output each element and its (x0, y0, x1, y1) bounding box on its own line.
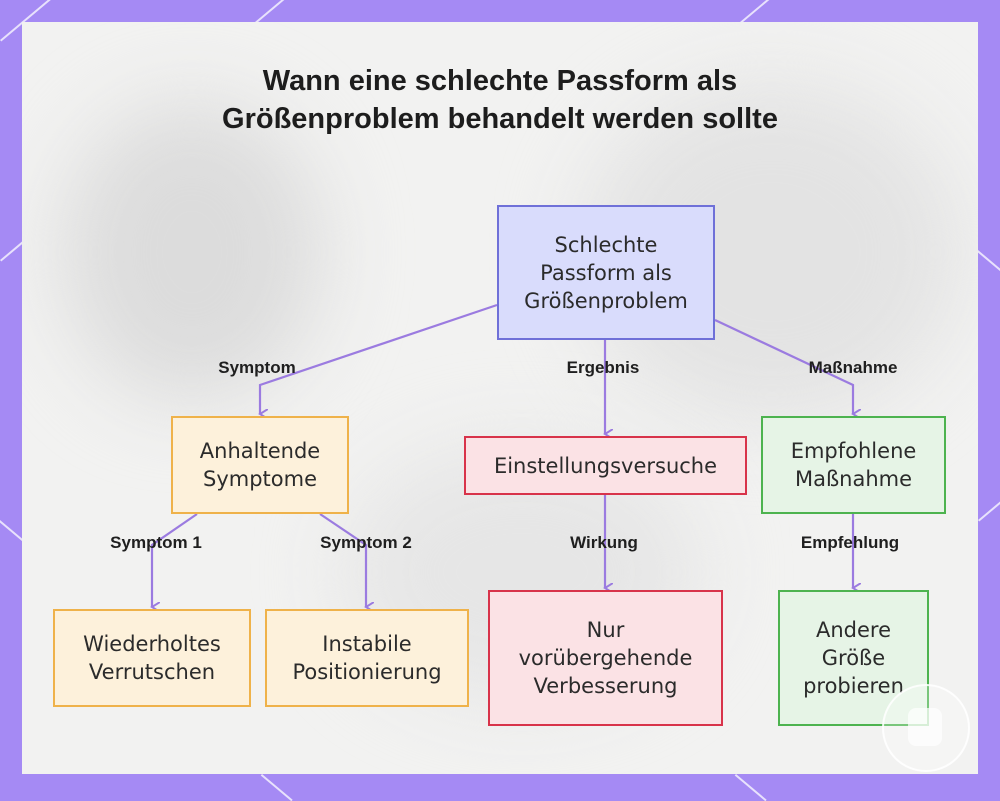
node-recommended-measure: Empfohlene Maßnahme (761, 416, 946, 514)
edge-symptoms-positioning (319, 513, 366, 607)
node-root-problem: Schlechte Passform als Größenproblem (497, 205, 715, 340)
edge-label-recommendation: Empfehlung (800, 533, 900, 552)
node-label: Einstellungsversuche (493, 453, 718, 478)
edge-root-symptoms (260, 303, 498, 414)
edge-symptoms-slipping (152, 513, 198, 607)
node-repeated-slipping: Wiederholtes Verrutschen (53, 609, 251, 707)
watermark-logo (882, 684, 970, 772)
node-label: Empfohlene Maßnahme (790, 439, 917, 491)
node-adjustment-attempts: Einstellungsversuche (464, 436, 747, 495)
edge-label-result: Ergebnis (566, 358, 640, 377)
edge-label-measure: Maßnahme (808, 358, 898, 377)
node-label: Nur vorübergehende Verbesserung (518, 618, 693, 698)
edge-root-recommended (714, 319, 853, 414)
diagram-title: Wann eine schlechte Passform als Größenp… (222, 65, 778, 135)
edge-label-symptom: Symptom (218, 358, 296, 377)
node-label: Andere Größe probieren (803, 618, 904, 698)
node-label: Instabile Positionierung (292, 632, 442, 684)
edge-label-symptom-2: Symptom 2 (320, 533, 412, 552)
node-label: Anhaltende Symptome (199, 439, 321, 491)
node-persistent-symptoms: Anhaltende Symptome (171, 416, 349, 514)
node-temporary-improvement: Nur vorübergehende Verbesserung (488, 590, 723, 726)
background-blur (62, 102, 322, 402)
node-label: Schlechte Passform als Größenproblem (524, 232, 688, 313)
node-unstable-positioning: Instabile Positionierung (265, 609, 469, 707)
edge-label-effect: Wirkung (570, 533, 638, 552)
node-label: Wiederholtes Verrutschen (83, 632, 221, 684)
edge-label-symptom-1: Symptom 1 (110, 533, 202, 552)
